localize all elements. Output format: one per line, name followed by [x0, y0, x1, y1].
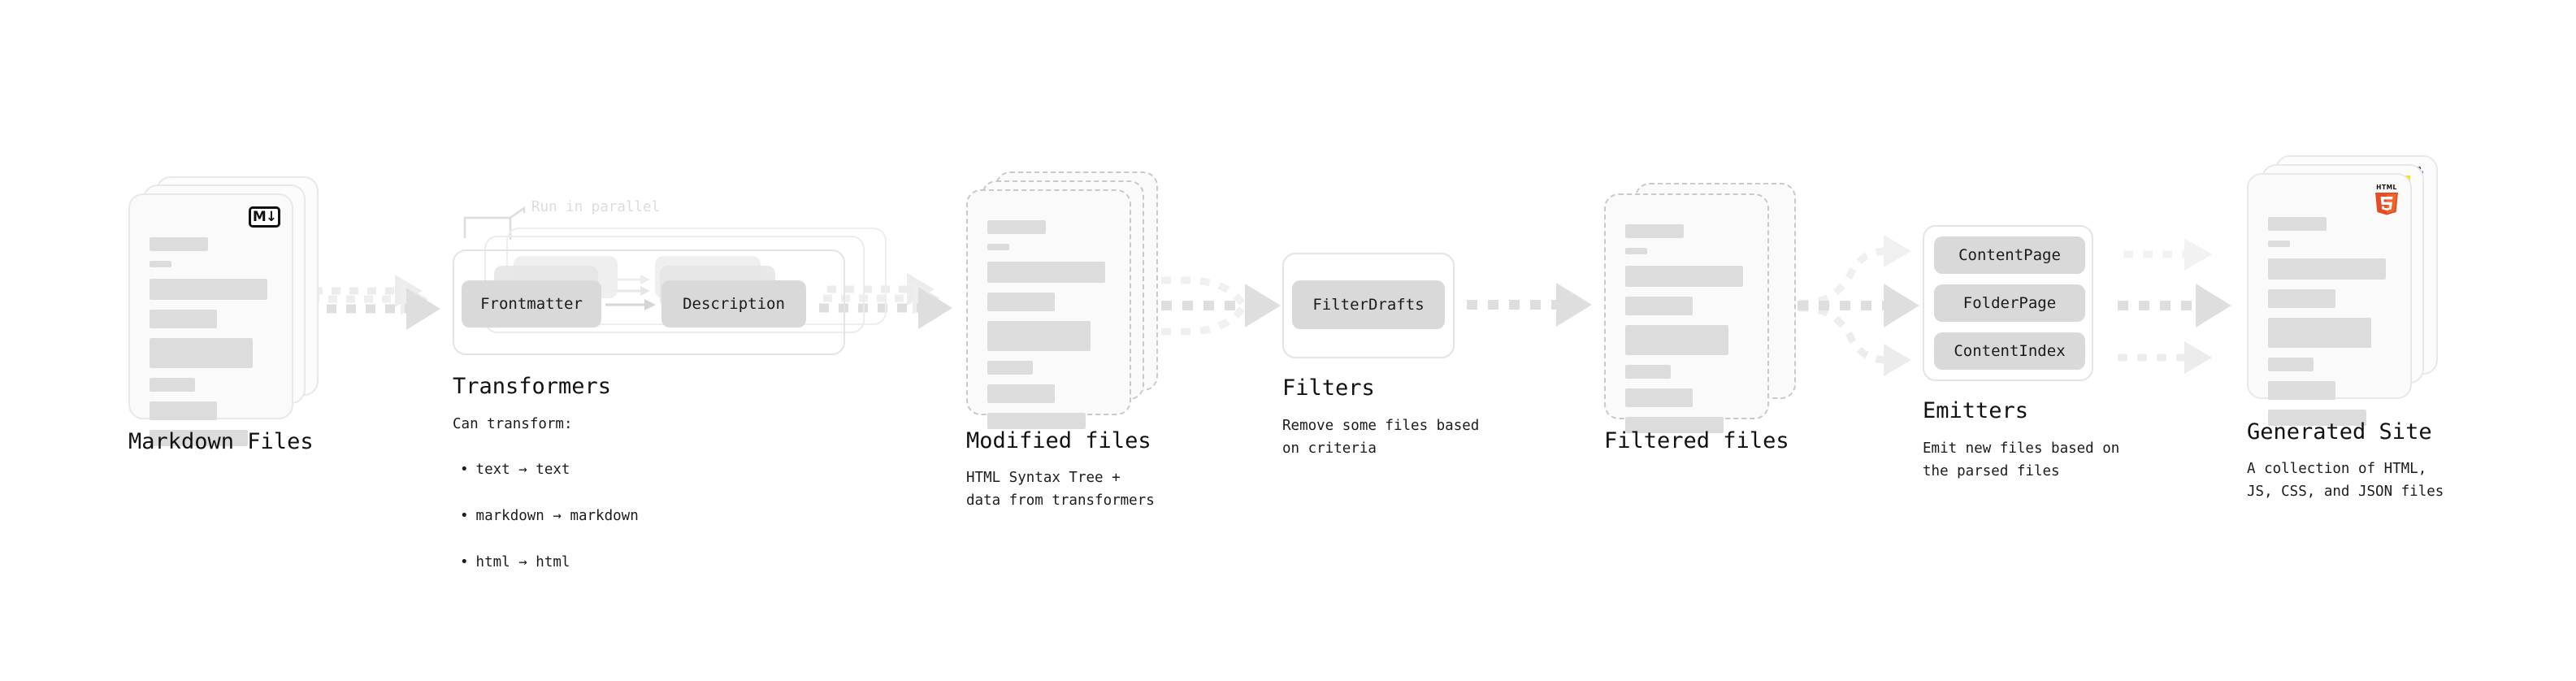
file-content-lines — [987, 220, 1110, 439]
filters-group-box — [1282, 253, 1455, 358]
markdown-badge: M↓ — [249, 206, 280, 228]
folderpage-pill[interactable]: FolderPage — [1934, 284, 2085, 322]
contentpage-pill[interactable]: ContentPage — [1934, 236, 2085, 274]
file-content-lines — [1625, 224, 1748, 443]
run-in-parallel-label: Run in parallel — [531, 199, 661, 215]
transformer-group-front — [453, 249, 845, 355]
file-content-lines — [2268, 217, 2391, 436]
transformer-bullet-list: • text → text • markdown → markdown • ht… — [460, 436, 639, 596]
bullet-dot: • — [460, 462, 469, 479]
section-desc-generated-site: A collection of HTML, JS, CSS, and JSON … — [2247, 461, 2444, 501]
section-title-filtered-files: Filtered files — [1604, 428, 1789, 453]
html5-badge: HTML — [2375, 184, 2398, 215]
section-desc-transformers: Can transform: — [453, 416, 573, 432]
site-file-card-front: HTML — [2247, 173, 2412, 426]
bullet-dot: • — [460, 553, 469, 570]
frontmatter-pill[interactable]: Frontmatter — [462, 280, 601, 327]
filtered-file-card-front — [1604, 193, 1769, 433]
section-title-modified-files: Modified files — [966, 428, 1151, 453]
contentindex-pill[interactable]: ContentIndex — [1934, 332, 2085, 370]
bullet-dot: • — [460, 508, 469, 525]
emitters-group-box — [1923, 225, 2093, 381]
markdown-file-card-front: M↓ — [128, 193, 293, 446]
arrow-filters-to-filtered — [1467, 283, 1592, 327]
description-pill[interactable]: Description — [661, 280, 806, 327]
file-content-lines — [150, 237, 272, 456]
filterdrafts-pill[interactable]: FilterDrafts — [1292, 280, 1445, 329]
section-title-filters: Filters — [1282, 375, 1375, 401]
svg-text:HTML: HTML — [2376, 184, 2397, 191]
bullet-text: html → html — [475, 553, 570, 570]
modified-file-card-front — [966, 189, 1131, 429]
arrow-markdown-to-transformers — [307, 275, 440, 330]
section-title-markdown-files: Markdown Files — [128, 429, 314, 454]
bullet-text: text → text — [475, 462, 570, 479]
section-title-transformers: Transformers — [453, 374, 612, 399]
arrow-emitters-to-site — [2118, 238, 2231, 374]
section-title-generated-site: Generated Site — [2247, 419, 2432, 445]
section-desc-filters: Remove some files based on criteria — [1282, 418, 1480, 458]
arrow-filtered-to-emitters — [1776, 235, 1919, 376]
section-desc-modified-files: HTML Syntax Tree + data from transformer… — [966, 470, 1155, 510]
section-desc-emitters: Emit new files based on the parsed files — [1923, 440, 2120, 480]
section-title-emitters: Emitters — [1923, 398, 2029, 423]
arrow-modified-to-filters — [1140, 276, 1281, 336]
bullet-text: markdown → markdown — [475, 508, 639, 525]
